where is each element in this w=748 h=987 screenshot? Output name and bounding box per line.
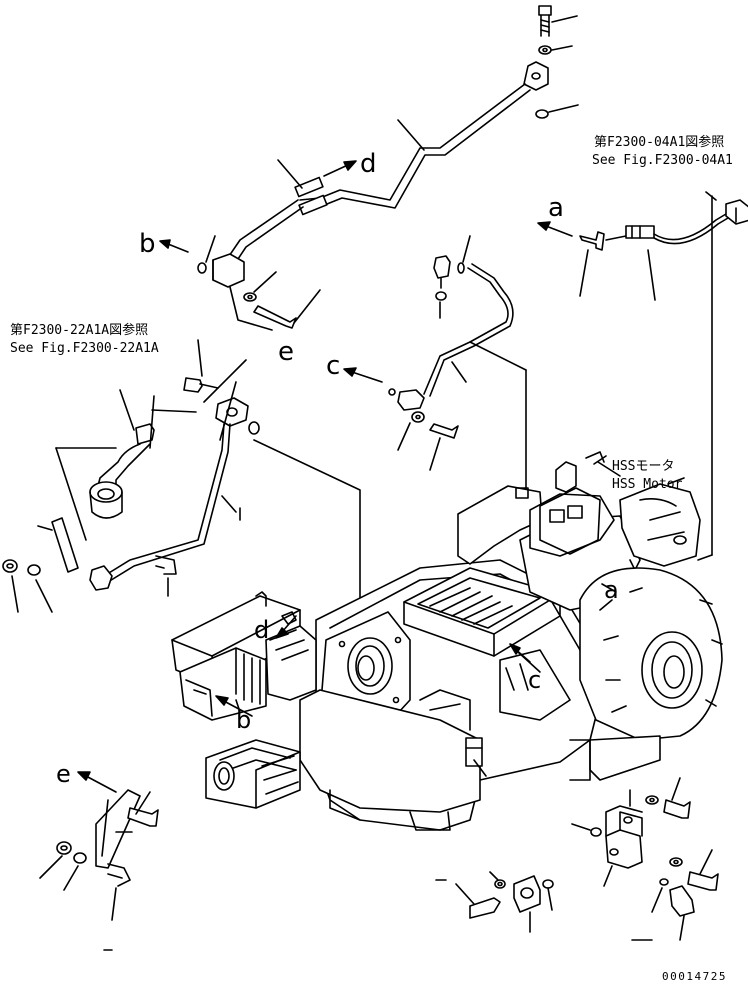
reference-04a1-en: See Fig.F2300-04A1 [592,153,733,168]
reference-04a1-jp: 第F2300-04A1図参照 [594,134,724,150]
upper-tube [212,61,549,288]
hss-leader [593,455,607,465]
top-bolt [538,5,578,37]
callout-e-upper: e [278,337,294,367]
upper-tube-small-parts [197,235,321,331]
hss-motor-label-en: HSS Motor [612,477,683,492]
top-oring [535,104,579,119]
callout-c-lower: c [528,666,541,694]
transmission-housing [299,559,601,831]
bottom-left-bracket [39,789,159,921]
callout-b-lower: b [236,706,251,734]
callout-e-lower: e [56,760,71,788]
left-tube [89,339,361,641]
hss-motor-label-jp: HSSモータ [612,459,674,474]
reference-22a1a-jp: 第F2300-22A1A図参照 [10,322,148,338]
hss-sensor-cable [579,191,748,561]
direction-arrows [77,160,617,793]
middle-tube [388,235,527,501]
top-washer [538,45,573,55]
callout-b-left: b [139,229,156,259]
callout-c-mid: c [326,351,340,381]
hydraulic-pumps [171,591,317,809]
rear-housing [457,451,723,781]
left-bracket [2,517,79,613]
callout-a-upper: a [548,193,564,223]
bottom-cover [455,871,554,933]
left-elbow-pipe [55,389,197,541]
bottom-valve-block [571,777,719,941]
callout-d-upper: d [360,149,377,179]
callout-a-lower: a [604,576,619,604]
drawing-number: 00014725 [662,970,727,983]
stray-marks [103,879,653,951]
callout-d-lower: d [254,616,269,644]
reference-22a1a-en: See Fig.F2300-22A1A [10,341,159,356]
